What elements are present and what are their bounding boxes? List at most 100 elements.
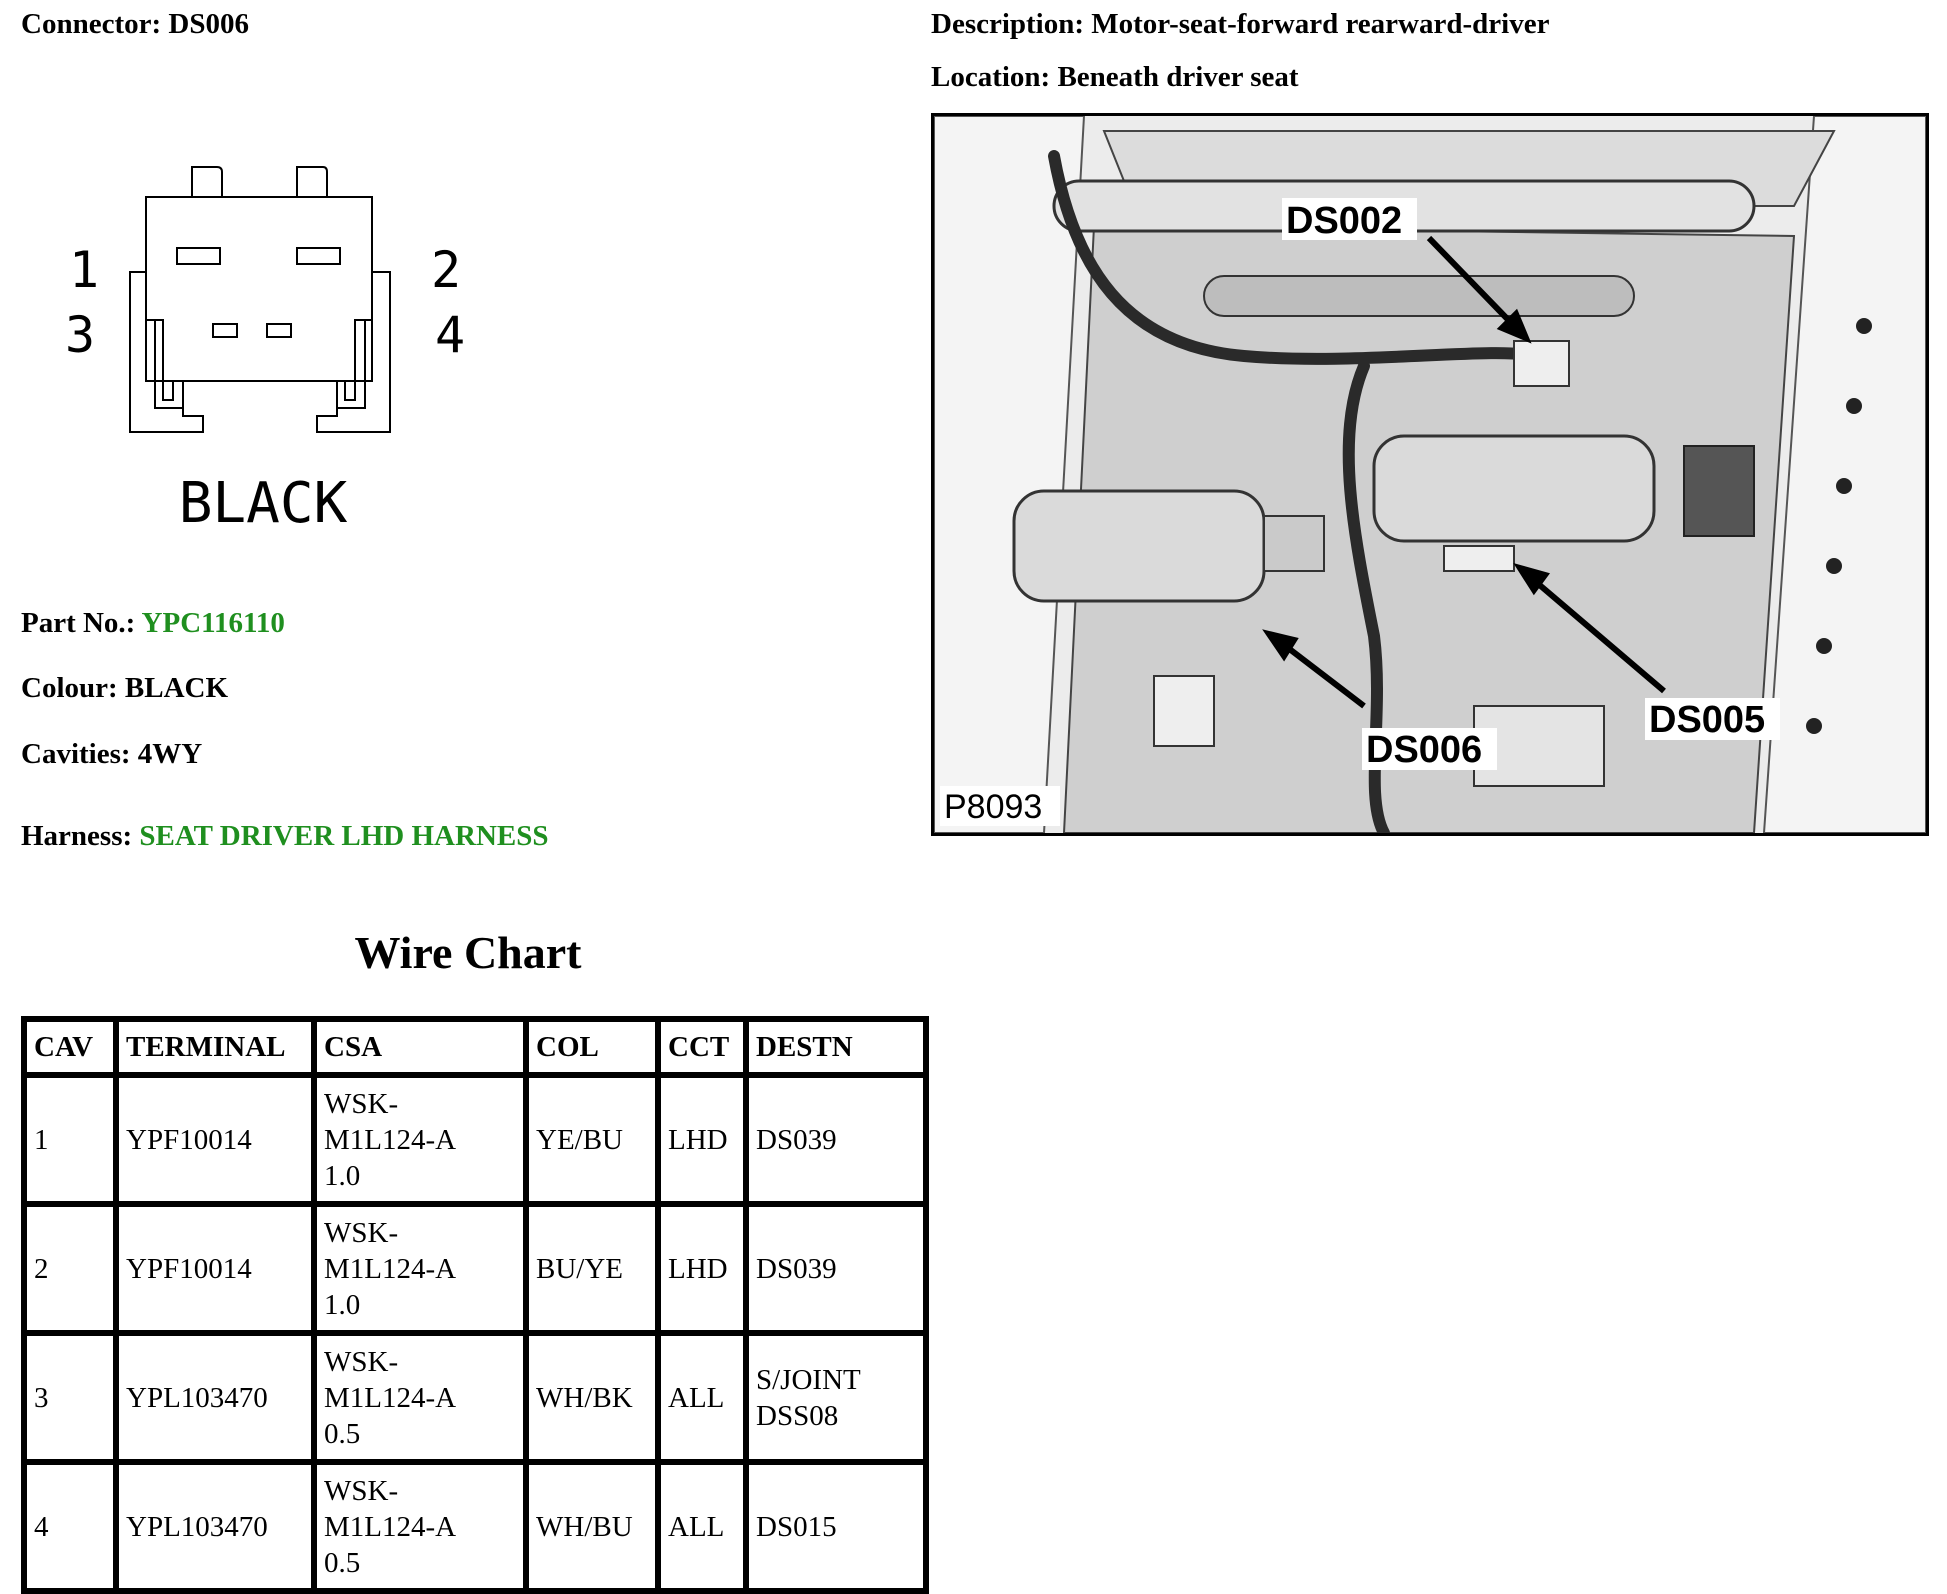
cavities-value: 4WY [137,738,203,770]
cell-cav: 3 [24,1333,116,1462]
description-label: Description: [931,8,1085,40]
cell-destn: DS015 [746,1462,926,1591]
csa-line: M1L124-A [324,1510,457,1543]
destn-line: DSS08 [756,1399,839,1432]
pin-slot-4 [266,323,292,338]
side-clip-left-rail [154,320,184,409]
cell-destn: DS039 [746,1204,926,1333]
top-latch-left [191,166,223,197]
side-clip-right-rail [336,320,366,409]
header-col: COL [526,1019,658,1075]
connector-heading: Connector: DS006 [21,10,249,39]
location-value: Beneath driver seat [1057,61,1299,93]
connector-id: DS006 [168,8,249,40]
header-terminal: TERMINAL [116,1019,314,1075]
callout-ds005: DS005 [1649,699,1765,741]
cell-destn: DS039 [746,1075,926,1204]
csa-line: M1L124-A [324,1381,457,1414]
cell-cav: 1 [24,1075,116,1204]
harness-line: Harness: SEAT DRIVER LHD HARNESS [21,822,548,851]
colour-line: Colour: BLACK [21,674,228,703]
top-latch-right [296,166,328,197]
cell-col: WH/BK [526,1333,658,1462]
location-label: Location: [931,61,1051,93]
connector-colour-caption: BLACK [179,471,348,536]
header-cct: CCT [658,1019,746,1075]
part-number-label: Part No.: [21,607,136,639]
csa-line: WSK- [324,1345,399,1378]
colour-value: BLACK [124,672,229,704]
cell-cct: LHD [658,1204,746,1333]
pin-number-1: 1 [69,241,99,299]
destn-line: DS015 [756,1510,837,1543]
csa-line: M1L124-A [324,1123,457,1156]
csa-line: 0.5 [324,1546,361,1579]
destn-line: DS039 [756,1252,837,1285]
pin-slot-3 [212,323,238,338]
description-heading: Description: Motor-seat-forward rearward… [931,10,1549,39]
cell-col: YE/BU [526,1075,658,1204]
header-csa: CSA [314,1019,526,1075]
side-clip-left-outer [129,271,204,433]
cell-col: BU/YE [526,1204,658,1333]
cell-terminal: YPF10014 [116,1075,314,1204]
cavities-label: Cavities: [21,738,131,770]
harness-link[interactable]: SEAT DRIVER LHD HARNESS [139,820,549,852]
callout-ds006: DS006 [1366,729,1482,771]
cell-cct: LHD [658,1075,746,1204]
connector-label: Connector: [21,8,162,40]
cell-cav: 4 [24,1462,116,1591]
part-number-link[interactable]: YPC116110 [141,607,285,639]
csa-line: WSK- [324,1216,399,1249]
header-destn: DESTN [746,1019,926,1075]
csa-line: 1.0 [324,1159,361,1192]
connector-body [145,196,373,382]
wire-chart-title: Wire Chart [354,927,582,978]
description-value: Motor-seat-forward rearward-driver [1091,8,1550,40]
destn-line: DS039 [756,1123,837,1156]
harness-label: Harness: [21,820,133,852]
pin-number-2: 2 [431,241,461,299]
side-clip-left-inner [146,319,174,401]
location-photo: DS002 DS005 DS006 P8093 [931,113,1929,836]
side-clip-right-outer [316,271,391,433]
wire-chart-table: CAV TERMINAL CSA COL CCT DESTN 1 YPF1001… [21,1016,929,1594]
csa-line: 1.0 [324,1288,361,1321]
csa-line: WSK- [324,1087,399,1120]
photo-reference: P8093 [944,788,1042,826]
pin-number-4: 4 [435,306,465,364]
cell-cct: ALL [658,1462,746,1591]
table-header-row: CAV TERMINAL CSA COL CCT DESTN [24,1019,926,1075]
destn-line: S/JOINT [756,1363,861,1396]
part-number-line: Part No.: YPC116110 [21,609,285,638]
cell-cav: 2 [24,1204,116,1333]
seat-frame-illustration: DS002 DS005 DS006 P8093 [934,116,1926,833]
header-cav: CAV [24,1019,116,1075]
cavities-line: Cavities: 4WY [21,740,202,769]
csa-line: 0.5 [324,1417,361,1450]
pin-slot-2 [296,247,341,265]
connector-face-diagram: 1 2 3 4 BLACK [65,166,465,536]
csa-line: M1L124-A [324,1252,457,1285]
csa-line: WSK- [324,1474,399,1507]
cell-terminal: YPL103470 [116,1333,314,1462]
side-clip-right-inner [344,319,372,401]
pin-number-3: 3 [65,306,95,364]
pin-slot-1 [176,247,221,265]
location-heading: Location: Beneath driver seat [931,63,1299,92]
colour-label: Colour: [21,672,118,704]
cell-col: WH/BU [526,1462,658,1591]
cell-terminal: YPL103470 [116,1462,314,1591]
cell-cct: ALL [658,1333,746,1462]
callout-ds002: DS002 [1286,200,1402,242]
cell-terminal: YPF10014 [116,1204,314,1333]
